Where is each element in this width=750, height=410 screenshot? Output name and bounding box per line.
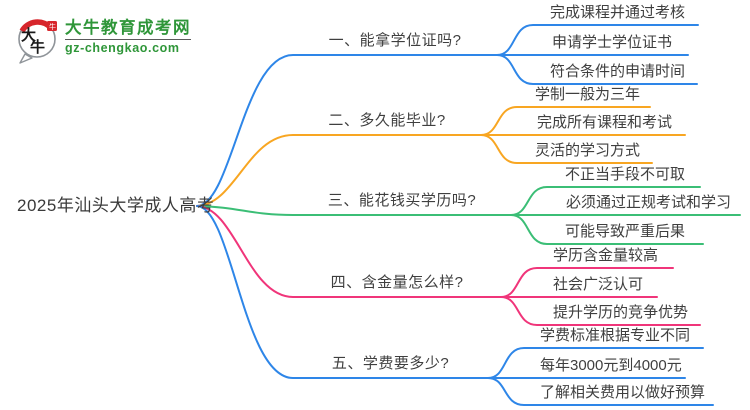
svg-text:牛: 牛 <box>49 22 56 31</box>
svg-text:牛: 牛 <box>30 38 45 56</box>
branch-5-child-1: 学费标准根据专业不同 <box>540 327 691 344</box>
branch-5-label: 五、学费要多少? <box>331 355 450 372</box>
branch-1-child-3: 符合条件的申请时间 <box>550 63 686 80</box>
branch-5-child-3: 了解相关费用以做好预算 <box>540 384 706 401</box>
branch-3-child-3: 可能导致严重后果 <box>565 223 686 240</box>
logo-site-name: 大牛教育成考网 <box>65 19 191 37</box>
branch-2-child-2: 完成所有课程和考试 <box>537 114 673 131</box>
logo-bull-icon: 牛 大 牛 <box>18 19 57 64</box>
branch-5-links <box>196 205 714 406</box>
branch-4-child-3: 提升学历的竞争优势 <box>553 304 689 321</box>
branch-1-links <box>196 24 699 207</box>
branch-2-label: 二、多久能毕业? <box>328 112 446 129</box>
logo-text: 大牛教育成考网 gz-chengkao.com <box>65 15 191 56</box>
branch-1-child-1: 完成课程并通过考核 <box>550 4 686 21</box>
branch-2-links <box>196 106 686 207</box>
branch-3-child-2: 必须通过正规考试和学习 <box>566 194 732 211</box>
branch-2-child-1: 学制一般为三年 <box>535 86 641 103</box>
branch-1-child-2: 申请学士学位证书 <box>552 34 673 51</box>
svg-text:大: 大 <box>21 26 36 44</box>
branch-4-child-1: 学历含金量较高 <box>553 247 659 264</box>
site-logo: 牛 大 牛 大牛教育成考网 gz-chengkao.com <box>16 15 191 65</box>
root-node: 2025年汕头大学成人高考 <box>17 196 215 215</box>
branch-4-child-2: 社会广泛认可 <box>553 276 644 293</box>
branch-3-label: 三、能花钱买学历吗? <box>327 192 477 209</box>
branch-4-links <box>196 205 701 326</box>
branch-5-child-2: 每年3000元到4000元 <box>540 357 682 374</box>
branch-3-child-1: 不正当手段不可取 <box>565 166 686 183</box>
branch-4-label: 四、含金量怎么样? <box>330 274 464 291</box>
branch-1-label: 一、能拿学位证吗? <box>328 32 462 49</box>
branch-3-links <box>196 186 741 245</box>
branch-2-child-3: 灵活的学习方式 <box>535 142 641 159</box>
logo-site-url: gz-chengkao.com <box>65 39 191 56</box>
